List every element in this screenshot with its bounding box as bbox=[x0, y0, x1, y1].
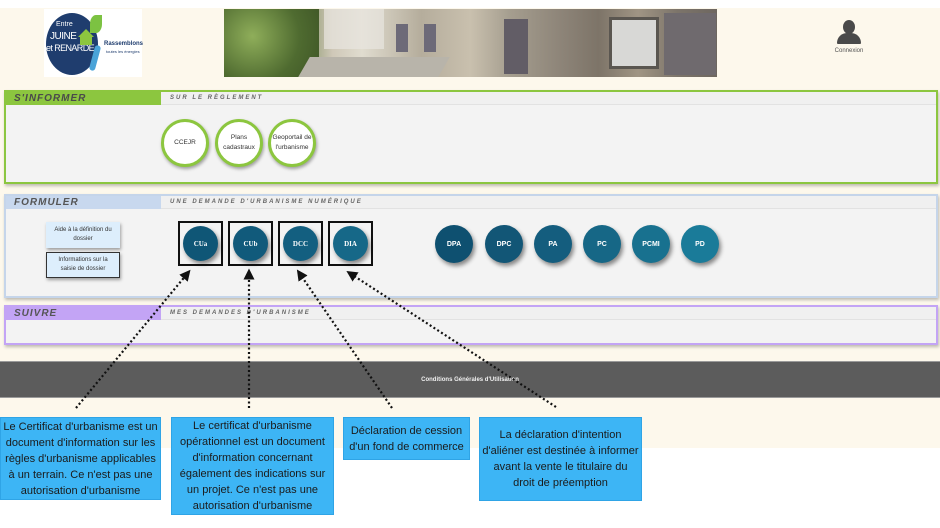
banner-trees bbox=[224, 9, 319, 77]
request-cua-frame: CUa bbox=[178, 221, 223, 266]
callout-cub: Le certificat d'urbanisme opérationnel e… bbox=[171, 417, 334, 515]
banner-shutter bbox=[664, 13, 716, 75]
section-header: SUIVRE MES DEMANDES D'URBANISME bbox=[6, 307, 936, 320]
user-icon bbox=[836, 18, 862, 46]
request-cua-button[interactable]: CUa bbox=[183, 226, 218, 261]
section-header: FORMULER UNE DEMANDE D'URBANISME NUMÉRIQ… bbox=[6, 196, 936, 209]
section-title: FORMULER bbox=[6, 196, 161, 209]
request-dia-button[interactable]: DIA bbox=[333, 226, 368, 261]
request-dpc-button[interactable]: DPC bbox=[485, 225, 523, 263]
user-icon-body bbox=[837, 33, 861, 44]
section-formuler: FORMULER UNE DEMANDE D'URBANISME NUMÉRIQ… bbox=[4, 194, 938, 298]
geoportail-link[interactable]: Geoportail de l'urbanisme bbox=[268, 119, 316, 167]
request-pcmi-button[interactable]: PCMI bbox=[632, 225, 670, 263]
banner-road bbox=[298, 57, 450, 77]
leaf-icon bbox=[90, 15, 102, 33]
section-title: SUIVRE bbox=[6, 307, 161, 320]
request-dcc-button[interactable]: DCC bbox=[283, 226, 318, 261]
logo-text-renarde: et RENARDE bbox=[46, 43, 95, 53]
plans-cadastraux-link[interactable]: Plans cadastraux bbox=[215, 119, 263, 167]
ccejr-link[interactable]: CCEJR bbox=[161, 119, 209, 167]
top-strip bbox=[0, 0, 940, 8]
callout-dcc: Déclaration de cession d'un fond de comm… bbox=[343, 417, 470, 460]
section-subtitle: SUR LE RÈGLEMENT bbox=[170, 95, 264, 101]
section-header: S'INFORMER SUR LE RÈGLEMENT bbox=[6, 92, 936, 105]
cgu-link[interactable]: Conditions Générales d'Utilisation bbox=[421, 377, 519, 383]
request-dia-frame: DIA bbox=[328, 221, 373, 266]
logo-tagline: toutes les énergies bbox=[106, 49, 140, 54]
callout-dia: La déclaration d'intention d'aliéner est… bbox=[479, 417, 642, 501]
connexion-label: Connexion bbox=[834, 48, 864, 54]
section-informer: S'INFORMER SUR LE RÈGLEMENT CCEJR Plans … bbox=[4, 90, 938, 184]
connexion-button[interactable]: Connexion bbox=[826, 18, 872, 54]
header-banner-photo bbox=[224, 9, 717, 77]
request-cub-button[interactable]: CUb bbox=[233, 226, 268, 261]
callout-cua: Le Certificat d'urbanisme est un documen… bbox=[0, 417, 161, 500]
section-title: S'INFORMER bbox=[6, 92, 161, 105]
site-logo[interactable]: Entre JUINE et RENARDE Rassemblons toute… bbox=[44, 9, 144, 77]
banner-shutter bbox=[396, 24, 408, 52]
request-pc-button[interactable]: PC bbox=[583, 225, 621, 263]
aide-definition-button[interactable]: Aide à la définition du dossier bbox=[46, 222, 120, 248]
section-suivre: SUIVRE MES DEMANDES D'URBANISME bbox=[4, 305, 938, 345]
section-subtitle[interactable]: MES DEMANDES D'URBANISME bbox=[170, 310, 311, 316]
banner-sky bbox=[324, 9, 384, 49]
banner-door bbox=[504, 19, 528, 74]
banner-shutter bbox=[424, 24, 436, 52]
informations-saisie-button[interactable]: Informations sur la saisie de dossier bbox=[46, 252, 120, 278]
request-dcc-frame: DCC bbox=[278, 221, 323, 266]
request-dpa-button[interactable]: DPA bbox=[435, 225, 473, 263]
house-icon bbox=[78, 29, 94, 37]
user-icon-head bbox=[843, 20, 855, 34]
logo-text-juine: JUINE bbox=[50, 31, 77, 42]
request-pd-button[interactable]: PD bbox=[681, 225, 719, 263]
footer: Conditions Générales d'Utilisation bbox=[0, 361, 940, 398]
request-pa-button[interactable]: PA bbox=[534, 225, 572, 263]
banner-window bbox=[609, 17, 659, 69]
logo-tagline-bold: Rassemblons bbox=[104, 41, 144, 47]
house-body-icon bbox=[80, 37, 92, 45]
logo-text-entre: Entre bbox=[56, 21, 73, 28]
request-cub-frame: CUb bbox=[228, 221, 273, 266]
section-subtitle: UNE DEMANDE D'URBANISME NUMÉRIQUE bbox=[170, 199, 363, 205]
